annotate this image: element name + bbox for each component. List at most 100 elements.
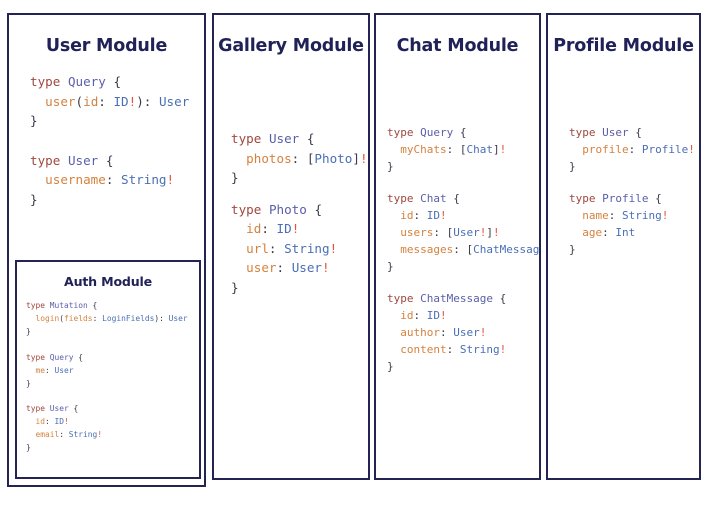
code-token-bang: ! <box>359 150 368 166</box>
code-token-punc: } <box>26 443 31 453</box>
code-line: email: String! <box>26 429 199 442</box>
code-line: } <box>26 378 199 391</box>
code-token-bang: ! <box>128 93 137 109</box>
code-token-field: profile <box>582 143 629 157</box>
code-token-type: Mutation <box>49 301 88 310</box>
code-token-punc: } <box>387 160 394 174</box>
code-line: users: [User!]! <box>387 224 539 241</box>
code-token-punc <box>387 343 400 356</box>
code-token-punc: { <box>105 74 122 89</box>
code-line: type Query { <box>30 72 204 92</box>
code-token-kw: type <box>231 131 262 146</box>
code-type-definition: type Profile { name: String! age: Int} <box>569 190 699 259</box>
code-token-punc <box>261 202 269 217</box>
code-line: } <box>231 278 368 298</box>
code-token-type: Photo <box>268 201 307 217</box>
code-token-punc <box>26 314 36 323</box>
schema-code-gallery: type User { photos: [Photo]!}type Photo … <box>231 129 368 297</box>
code-token-punc: ): <box>154 313 169 323</box>
code-token-punc: : <box>92 313 103 323</box>
code-token-field: id <box>83 93 99 109</box>
code-token-field: user <box>45 93 76 109</box>
code-token-punc: : <box>440 326 454 340</box>
code-token-field: username <box>45 172 106 187</box>
schema-code-profile: type User { profile: Profile!}type Profi… <box>569 124 699 258</box>
code-token-kw: type <box>26 404 46 414</box>
code-token-ref: User <box>453 326 480 340</box>
code-token-type: Query <box>420 126 454 139</box>
code-token-ref: ID <box>113 93 129 109</box>
code-token-kw: type <box>387 291 414 305</box>
code-token-punc <box>26 366 36 375</box>
code-line: } <box>30 111 204 131</box>
module-card-profile[interactable]: Profile Module type User { profile: Prof… <box>546 13 701 480</box>
code-token-punc <box>26 417 36 426</box>
code-token-punc: } <box>387 360 394 374</box>
code-line: id: ID! <box>387 307 539 324</box>
code-token-ref: Chat <box>466 143 493 157</box>
code-line: id: ID! <box>387 207 539 224</box>
module-card-user[interactable]: User Module type Query { user(id: ID!): … <box>7 13 206 487</box>
schema-code-chat: type Query { myChats: [Chat]!}type Chat … <box>387 124 539 376</box>
code-token-punc: } <box>569 160 576 174</box>
code-token-kw: type <box>569 126 596 139</box>
code-line: id: ID! <box>231 219 368 239</box>
code-token-punc: : <box>413 308 427 322</box>
code-token-ref: ID <box>54 417 65 427</box>
code-token-kw: type <box>26 352 46 362</box>
code-type-definition: type User { profile: Profile!} <box>569 124 699 176</box>
code-token-bang: ! <box>661 208 669 222</box>
code-line: type Mutation { <box>26 300 199 313</box>
code-token-ref: User <box>453 226 480 240</box>
code-token-bang: ! <box>329 240 338 256</box>
code-type-definition: type User { id: ID! email: String!} <box>26 403 199 455</box>
code-line: type User { <box>569 124 699 141</box>
module-card-auth[interactable]: Auth Module type Mutation { login(fields… <box>15 260 201 479</box>
code-token-type: User <box>602 126 629 139</box>
code-token-ref: String <box>284 240 330 256</box>
code-token-punc: : <box>268 240 285 256</box>
code-token-punc: : <box>261 221 277 236</box>
code-type-definition: type Mutation { login(fields: LoginField… <box>26 300 199 339</box>
code-line: } <box>387 158 539 175</box>
code-token-field: id <box>400 208 414 222</box>
code-token-field: myChats <box>400 143 447 157</box>
code-token-bang: ! <box>64 417 69 427</box>
code-token-type: Query <box>49 352 74 362</box>
code-token-ref: User <box>158 93 190 109</box>
code-token-punc <box>569 143 582 156</box>
code-line: name: String! <box>569 207 699 224</box>
code-token-field: url <box>246 240 269 256</box>
code-token-punc: { <box>492 291 507 305</box>
code-token-punc: ( <box>59 313 65 323</box>
code-token-ref: String <box>68 430 98 440</box>
module-title-auth: Auth Module <box>64 274 152 289</box>
code-line: type Profile { <box>569 190 699 207</box>
code-line: age: Int <box>569 224 699 241</box>
code-token-bang: ! <box>499 343 507 357</box>
code-line: type Query { <box>26 352 199 365</box>
code-type-definition: type Query { me: User} <box>26 352 199 391</box>
code-line: id: ID! <box>26 416 199 429</box>
code-line: messages: [ChatMessage]! <box>387 241 539 258</box>
code-token-punc: } <box>569 243 576 257</box>
code-token-type: User <box>67 152 99 168</box>
code-line: } <box>569 158 699 175</box>
code-token-field: id <box>35 417 46 427</box>
code-token-field: email <box>35 430 60 440</box>
code-token-bang: ! <box>688 143 695 157</box>
code-token-punc: { <box>73 352 84 362</box>
code-token-kw: type <box>387 126 414 139</box>
code-token-kw: type <box>387 191 414 205</box>
code-token-ref: Profile <box>641 143 689 157</box>
code-token-punc <box>387 243 400 256</box>
code-token-punc <box>231 241 246 256</box>
code-token-punc: { <box>98 152 114 168</box>
code-token-punc: } <box>231 279 239 295</box>
module-card-chat[interactable]: Chat Module type Query { myChats: [Chat]… <box>374 13 541 480</box>
code-line: username: String! <box>30 170 204 190</box>
code-token-bang: ! <box>97 430 103 440</box>
code-token-ref: User <box>168 313 188 323</box>
code-token-punc: } <box>26 378 31 388</box>
module-card-gallery[interactable]: Gallery Module type User { photos: [Phot… <box>212 13 370 480</box>
